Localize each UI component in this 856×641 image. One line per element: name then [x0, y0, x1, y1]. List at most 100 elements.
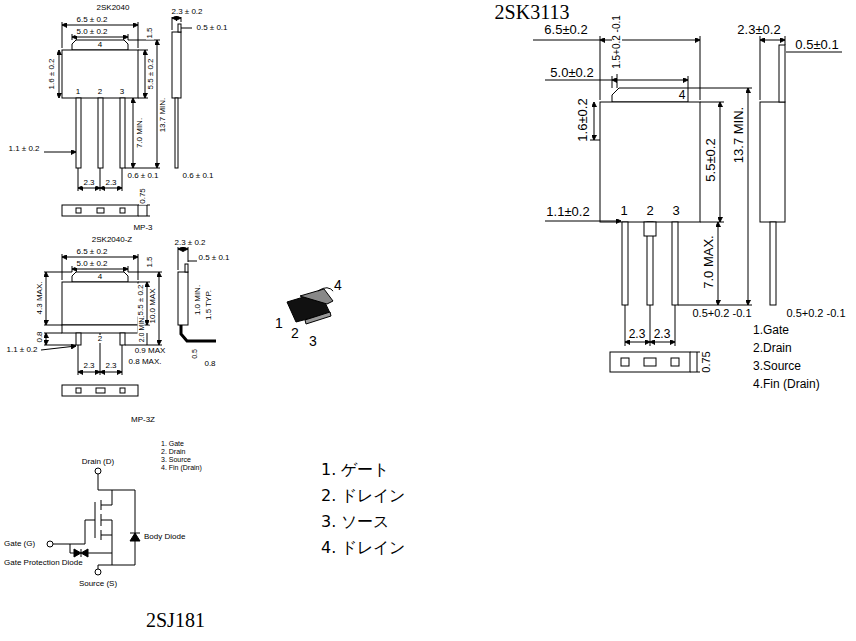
line-shape	[178, 246, 179, 270]
drawing-label: 2	[97, 88, 103, 96]
rect-shape	[672, 222, 678, 305]
rect-shape	[76, 98, 81, 168]
line-shape	[688, 88, 752, 89]
line-shape	[46, 272, 47, 325]
drawing-label: 2. Drain	[160, 448, 187, 455]
drawing-label: 2SK2040	[96, 4, 131, 12]
rect-shape	[644, 358, 656, 366]
drawing-label: 6.5 ± 0.2	[75, 248, 108, 256]
line-shape	[41, 346, 76, 350]
rect-shape	[76, 388, 81, 393]
line-shape	[612, 80, 688, 81]
line-shape	[690, 352, 700, 353]
polygon-shape	[81, 549, 88, 557]
line-shape	[147, 282, 148, 325]
dimension-label: 5.5 ± 0.2	[137, 283, 145, 316]
drawing-label: 1. Gate	[160, 440, 185, 447]
drawing-label: 3	[671, 204, 680, 217]
drawing-label: MP-3	[132, 224, 153, 232]
polygon-shape	[300, 289, 333, 304]
line-shape	[130, 533, 140, 534]
line-shape	[188, 261, 197, 262]
path-shape	[181, 325, 216, 341]
drawing-label: 1.Gate	[752, 324, 790, 336]
line-shape	[159, 272, 160, 345]
line-shape	[617, 74, 618, 88]
drawing-label: 0.5 ± 0.1	[197, 254, 230, 262]
line-shape	[545, 221, 621, 222]
line-shape	[72, 37, 128, 38]
polygon-shape	[130, 533, 140, 541]
dimension-label: 4.3 MAX.	[36, 281, 44, 316]
drawing-label: 4. Fin (Drain)	[160, 464, 203, 471]
drawing-label: 0.6 ± 0.1	[181, 172, 214, 180]
dimension-label: 1.6 ± 0.2	[48, 57, 56, 90]
line-shape	[101, 535, 112, 536]
line-shape	[78, 345, 79, 375]
line-shape	[650, 342, 675, 343]
dimension-label: 7.0 MAX.	[702, 234, 715, 289]
drawing-label: 2	[290, 326, 300, 340]
line-shape	[81, 549, 82, 557]
drawing-label: 2.3 ± 0.2	[170, 8, 203, 16]
rect-shape	[770, 222, 776, 305]
rect-shape	[76, 333, 81, 345]
line-shape	[62, 25, 138, 26]
drawing-label: 4.Fin (Drain)	[752, 378, 821, 390]
drawing-label: Source (S)	[78, 580, 118, 588]
rect-shape	[98, 98, 103, 168]
drawing-label: Gate Protection Diode	[3, 559, 84, 567]
drawing-label: 2	[97, 335, 103, 343]
polygon-shape	[72, 272, 128, 282]
line-shape	[78, 188, 100, 189]
polygon-shape	[72, 40, 128, 50]
line-shape	[786, 52, 842, 53]
line-shape	[760, 40, 785, 41]
rect-shape	[120, 98, 125, 168]
dimension-label: 1.5 TYP.	[205, 289, 213, 321]
drawing-label: 0.8 MAX.	[128, 358, 163, 366]
rect-shape	[760, 102, 785, 222]
drawing-label: 4. ドレイン	[320, 540, 406, 556]
line-shape	[612, 76, 613, 88]
rect-shape	[96, 388, 105, 393]
drawing-label: 2SK3113	[494, 2, 571, 22]
dimension-label: 10.0 MAX	[149, 287, 157, 324]
line-shape	[590, 140, 600, 141]
rect-shape	[178, 272, 188, 325]
drawing-label: 1.1 ± 0.2	[7, 145, 40, 153]
line-shape	[44, 333, 62, 334]
dimension-label: 0.8	[36, 330, 44, 343]
line-shape	[147, 333, 148, 345]
path-shape	[318, 288, 334, 292]
drawing-label: 5.0 ± 0.2	[75, 28, 108, 36]
dimension-label: 7.0 MIN.	[136, 117, 144, 149]
drawing-label: 1.1±0.2	[545, 205, 590, 218]
package-icon	[287, 288, 334, 324]
drawing-label: 0.5+0.2 -0.1	[785, 308, 846, 319]
line-shape	[62, 254, 63, 280]
line-shape	[675, 305, 676, 346]
drawing-label: 0.5±0.1	[794, 38, 839, 51]
line-shape	[718, 222, 719, 305]
drawing-label: 3	[308, 334, 318, 348]
rect-shape	[185, 264, 188, 272]
line-shape	[678, 305, 752, 306]
drawing-label: 3	[119, 88, 125, 96]
line-shape	[44, 272, 72, 273]
drawing-label: Drain (D)	[81, 458, 115, 466]
line-shape	[760, 36, 761, 100]
polyline-shape	[53, 520, 95, 544]
drawing-label: 2.3	[628, 328, 647, 340]
drawing-label: Body Diode	[143, 533, 186, 541]
line-shape	[70, 553, 74, 554]
rect-shape	[610, 352, 690, 372]
drawing-label: 0.6 ± 0.1	[126, 172, 159, 180]
circle-shape	[47, 541, 53, 547]
line-shape	[533, 40, 600, 41]
line-shape	[44, 325, 62, 326]
line-shape	[138, 22, 139, 48]
line-shape	[62, 22, 63, 48]
line-shape	[650, 305, 651, 346]
drawing-label: 2.3	[104, 179, 117, 187]
